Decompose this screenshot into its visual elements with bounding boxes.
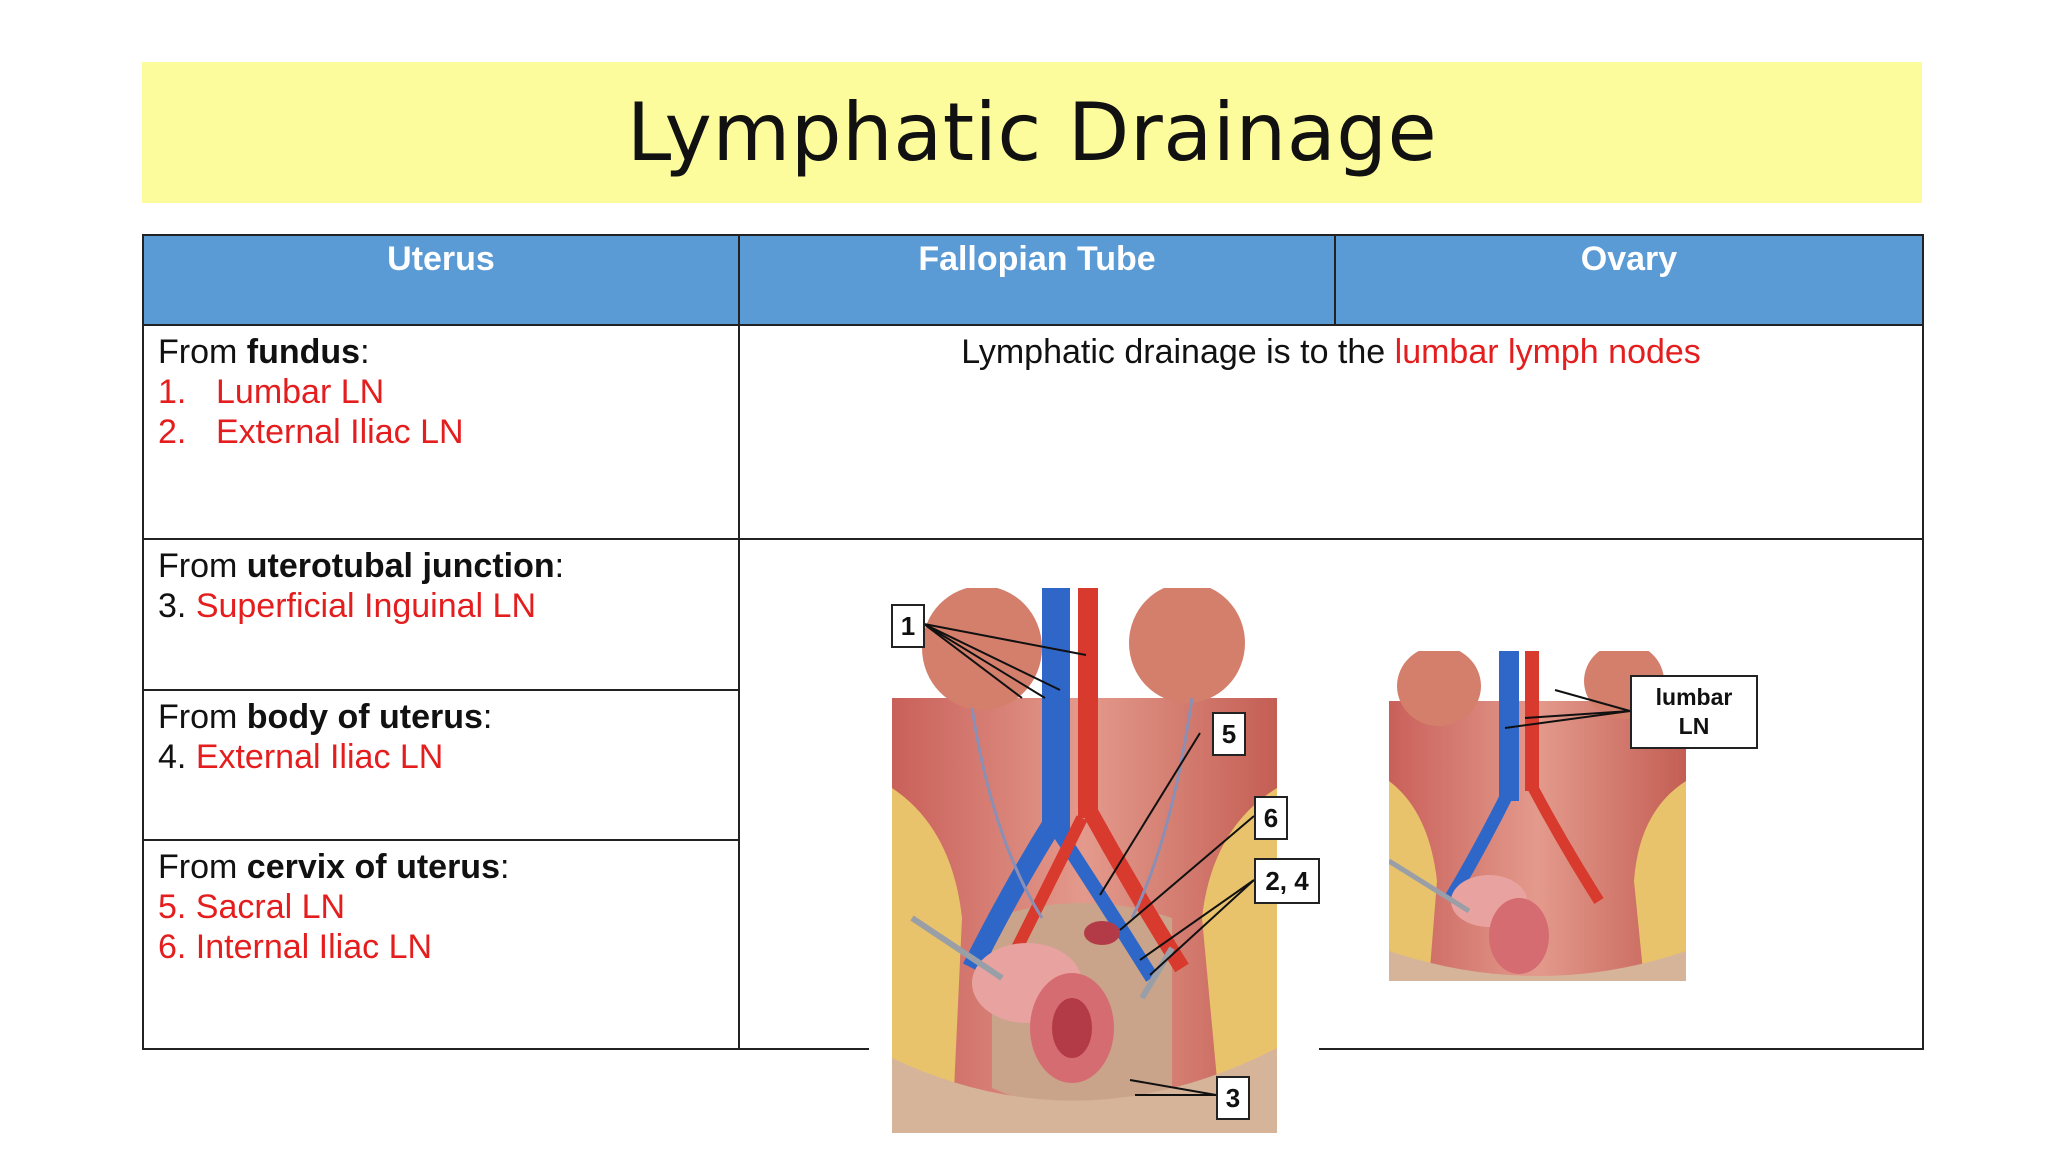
drainage-lead: Lymphatic drainage is to the xyxy=(961,333,1395,371)
body-node: External Iliac LN xyxy=(195,738,444,776)
cell-fundus: From fundus: 1.Lumbar LN 2.External Ilia… xyxy=(142,324,740,540)
cell-tube-ovary-drainage: Lymphatic drainage is to the lumbar lymp… xyxy=(738,324,1924,540)
figure-label-2-4: 2, 4 xyxy=(1254,858,1320,904)
list-item: 6. Internal Iliac LN xyxy=(158,928,433,966)
page-title: Lymphatic Drainage xyxy=(626,86,1438,179)
header-uterus: Uterus xyxy=(142,234,740,326)
list-item: 1.Lumbar LN xyxy=(158,373,385,411)
table-row: From body of uterus: 4. External Iliac L… xyxy=(142,689,1923,841)
fundus-prefix: From xyxy=(158,333,247,371)
list-item: 5. Sacral LN xyxy=(158,888,346,926)
header-fallopian-tube: Fallopian Tube xyxy=(738,234,1336,326)
header-ovary: Ovary xyxy=(1334,234,1924,326)
lumbar-ln-label: lumbar LN xyxy=(1630,675,1758,749)
cell-cervix: From cervix of uterus: 5. Sacral LN 6. I… xyxy=(142,839,740,1050)
uterotubal-bold: uterotubal junction xyxy=(246,547,555,585)
list-item: 2.External Iliac LN xyxy=(158,413,464,451)
figure-label-6: 6 xyxy=(1254,796,1288,840)
table-row: From fundus: 1.Lumbar LN 2.External Ilia… xyxy=(142,324,1924,540)
fundus-suffix: : xyxy=(360,333,370,371)
figure-label-5: 5 xyxy=(1212,712,1246,756)
drainage-table: Uterus Fallopian Tube Ovary From fundus:… xyxy=(142,234,1924,1050)
fundus-bold: fundus xyxy=(246,333,361,371)
drainage-highlight: lumbar lymph nodes xyxy=(1394,333,1701,371)
table-header-row: Uterus Fallopian Tube Ovary xyxy=(142,234,1924,326)
table-row: From cervix of uterus: 5. Sacral LN 6. I… xyxy=(142,839,1923,1050)
cell-body: From body of uterus: 4. External Iliac L… xyxy=(142,689,740,841)
uterotubal-node: Superficial Inguinal LN xyxy=(195,587,537,625)
cervix-bold: cervix of uterus xyxy=(246,848,500,886)
pelvic-anatomy-illustration xyxy=(892,588,1277,1133)
body-bold: body of uterus xyxy=(246,698,483,736)
title-banner: Lymphatic Drainage xyxy=(142,62,1922,203)
cell-uterotubal: From uterotubal junction: 3. Superficial… xyxy=(142,538,740,691)
figure-label-1: 1 xyxy=(891,604,925,648)
figure-label-3: 3 xyxy=(1216,1076,1250,1120)
